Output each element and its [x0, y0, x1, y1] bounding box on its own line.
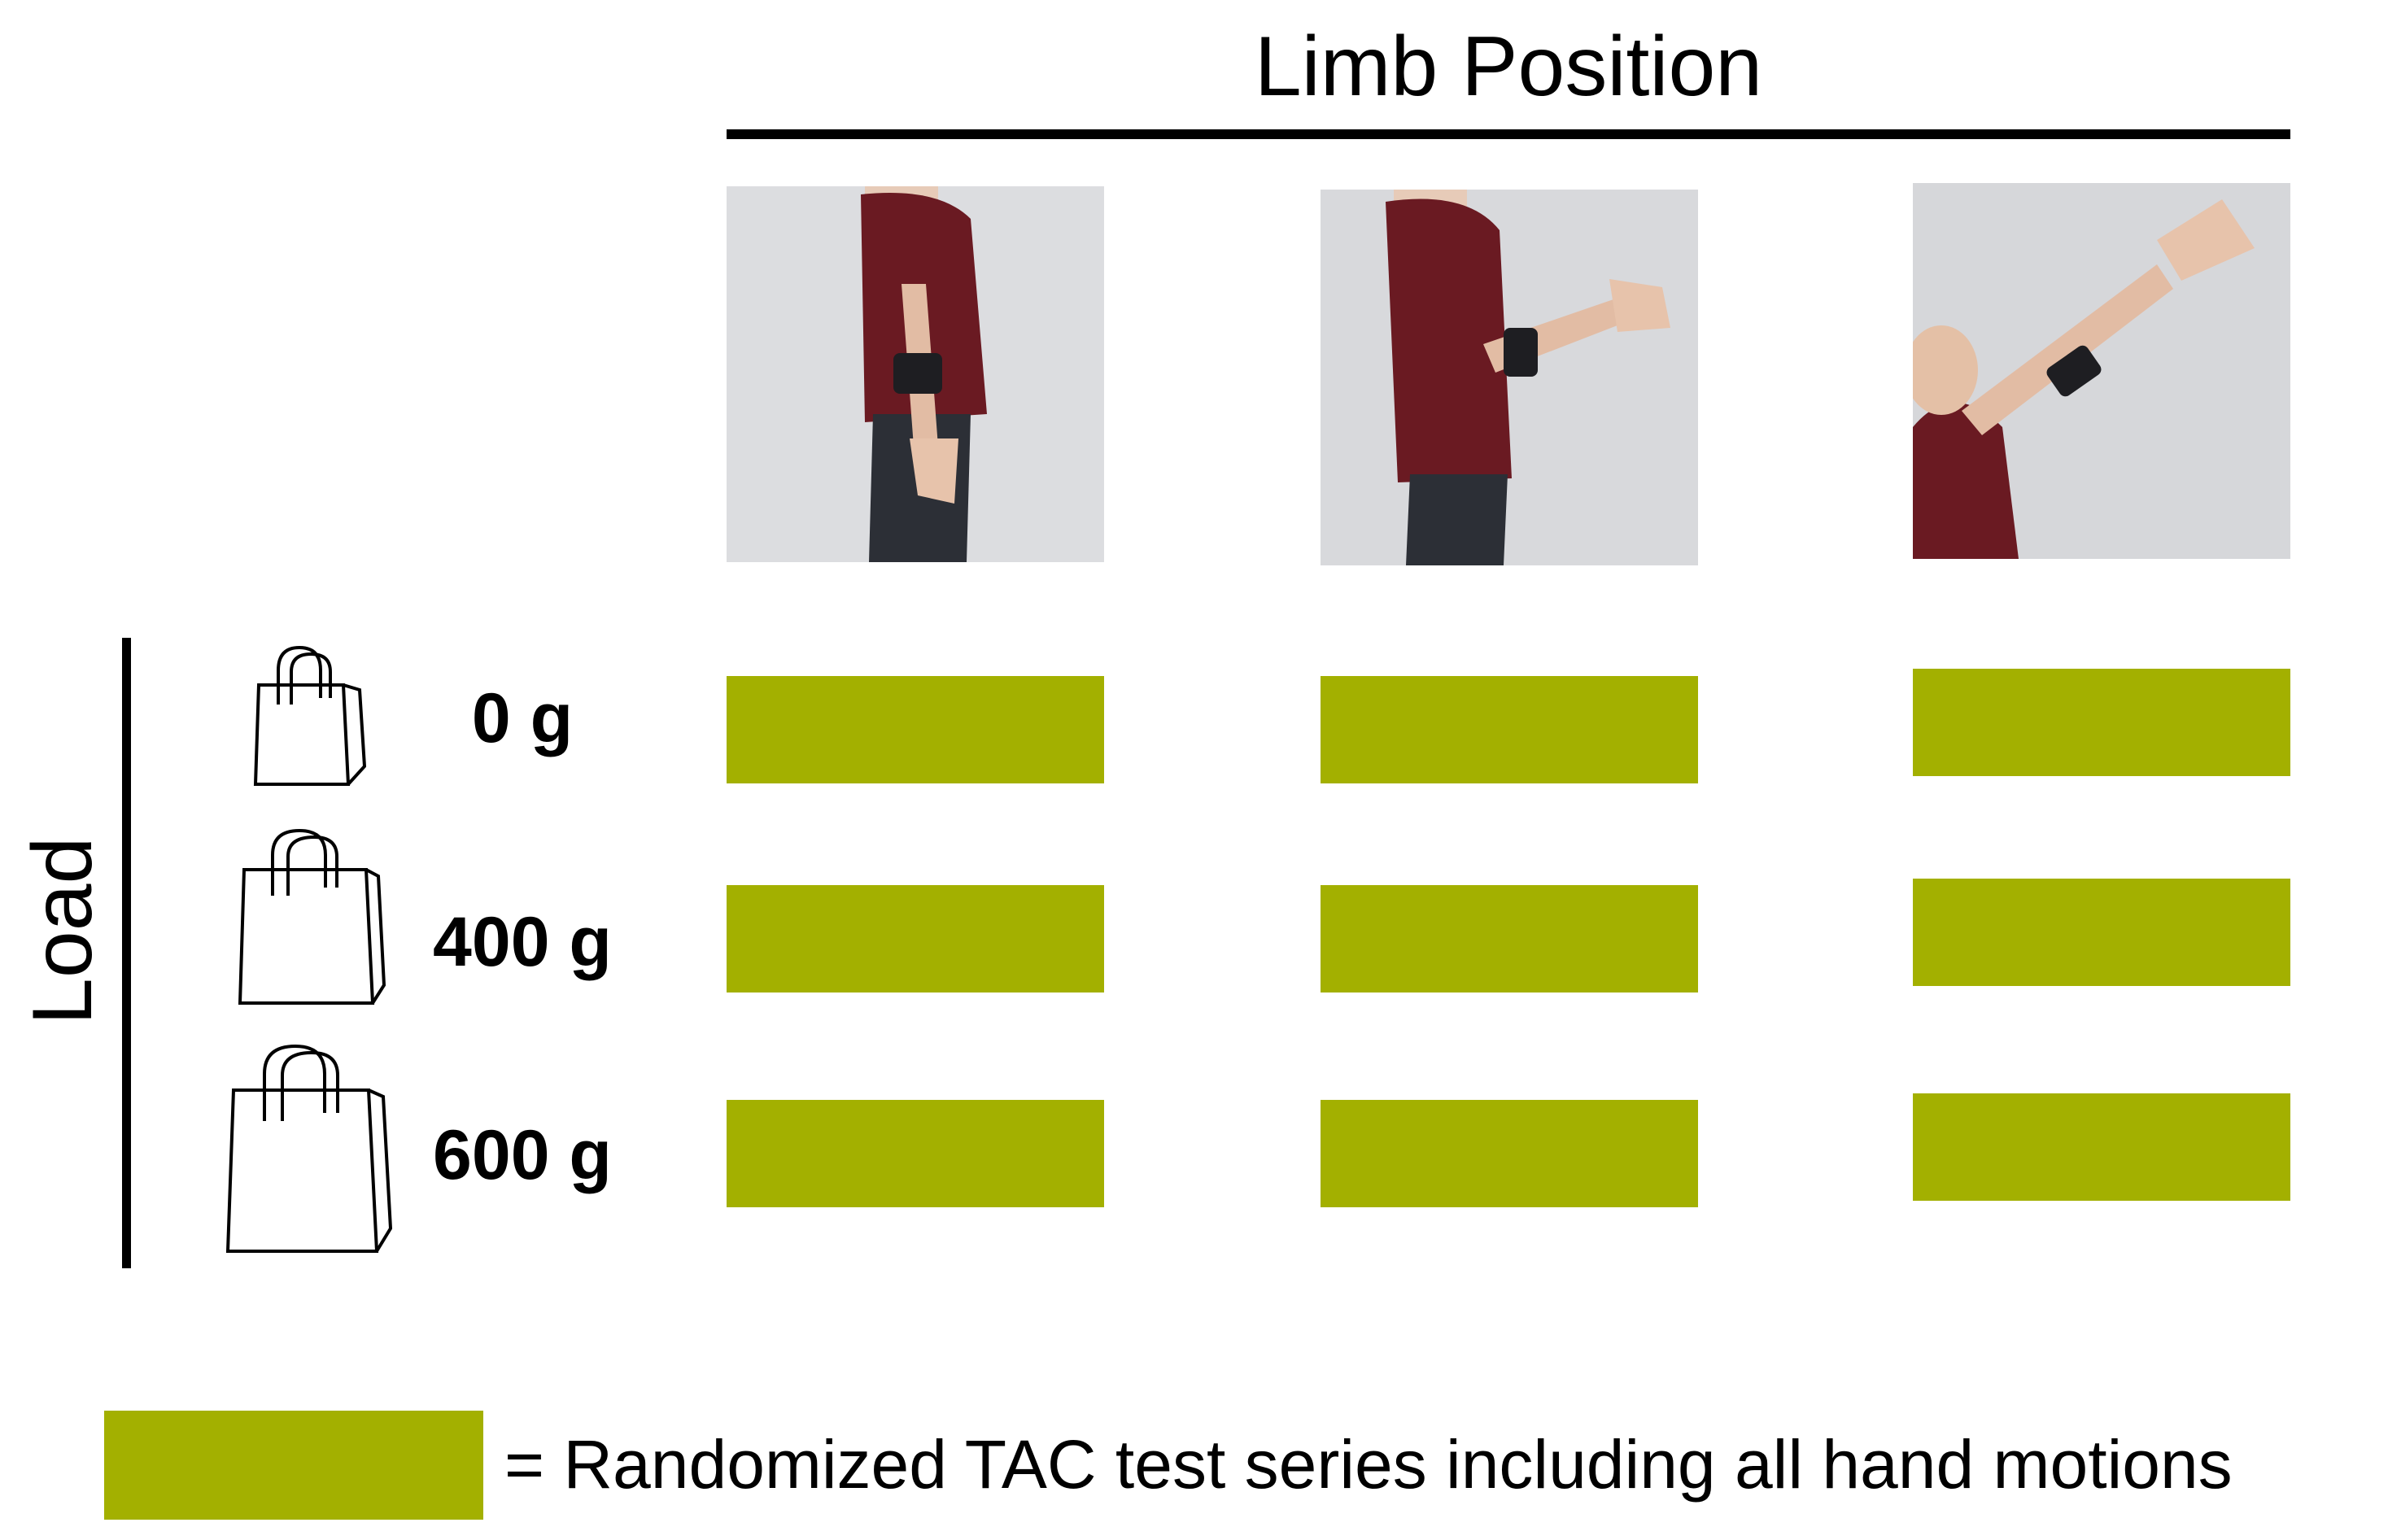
limb-position-title: Limb Position: [1254, 20, 1763, 114]
arm-raised-photo: [1913, 183, 2290, 559]
load-axis-line: [122, 638, 131, 1268]
test-series-cell: [1321, 676, 1698, 783]
test-series-cell: [1321, 885, 1698, 992]
load-label: Load: [15, 836, 110, 1025]
bag-icon-medium: [236, 826, 386, 1009]
test-series-cell: [727, 676, 1104, 783]
weight-label-400g: 400 g: [433, 903, 612, 981]
bag-icon-small: [252, 643, 367, 789]
legend-text: = Randomized TAC test series including a…: [504, 1426, 2233, 1503]
weight-label-0g: 0 g: [471, 679, 574, 757]
test-series-cell: [1913, 1093, 2290, 1201]
test-series-cell: [1321, 1100, 1698, 1207]
title-divider: [727, 129, 2290, 139]
test-series-cell: [1913, 879, 2290, 986]
test-series-cell: [727, 885, 1104, 992]
bag-icon-large: [224, 1041, 395, 1257]
weight-label-600g: 600 g: [433, 1116, 612, 1194]
arm-down-photo: [727, 186, 1104, 562]
arm-forward-photo: [1321, 190, 1698, 565]
test-series-cell: [1913, 669, 2290, 776]
test-series-cell: [727, 1100, 1104, 1207]
legend-swatch: [104, 1411, 483, 1520]
